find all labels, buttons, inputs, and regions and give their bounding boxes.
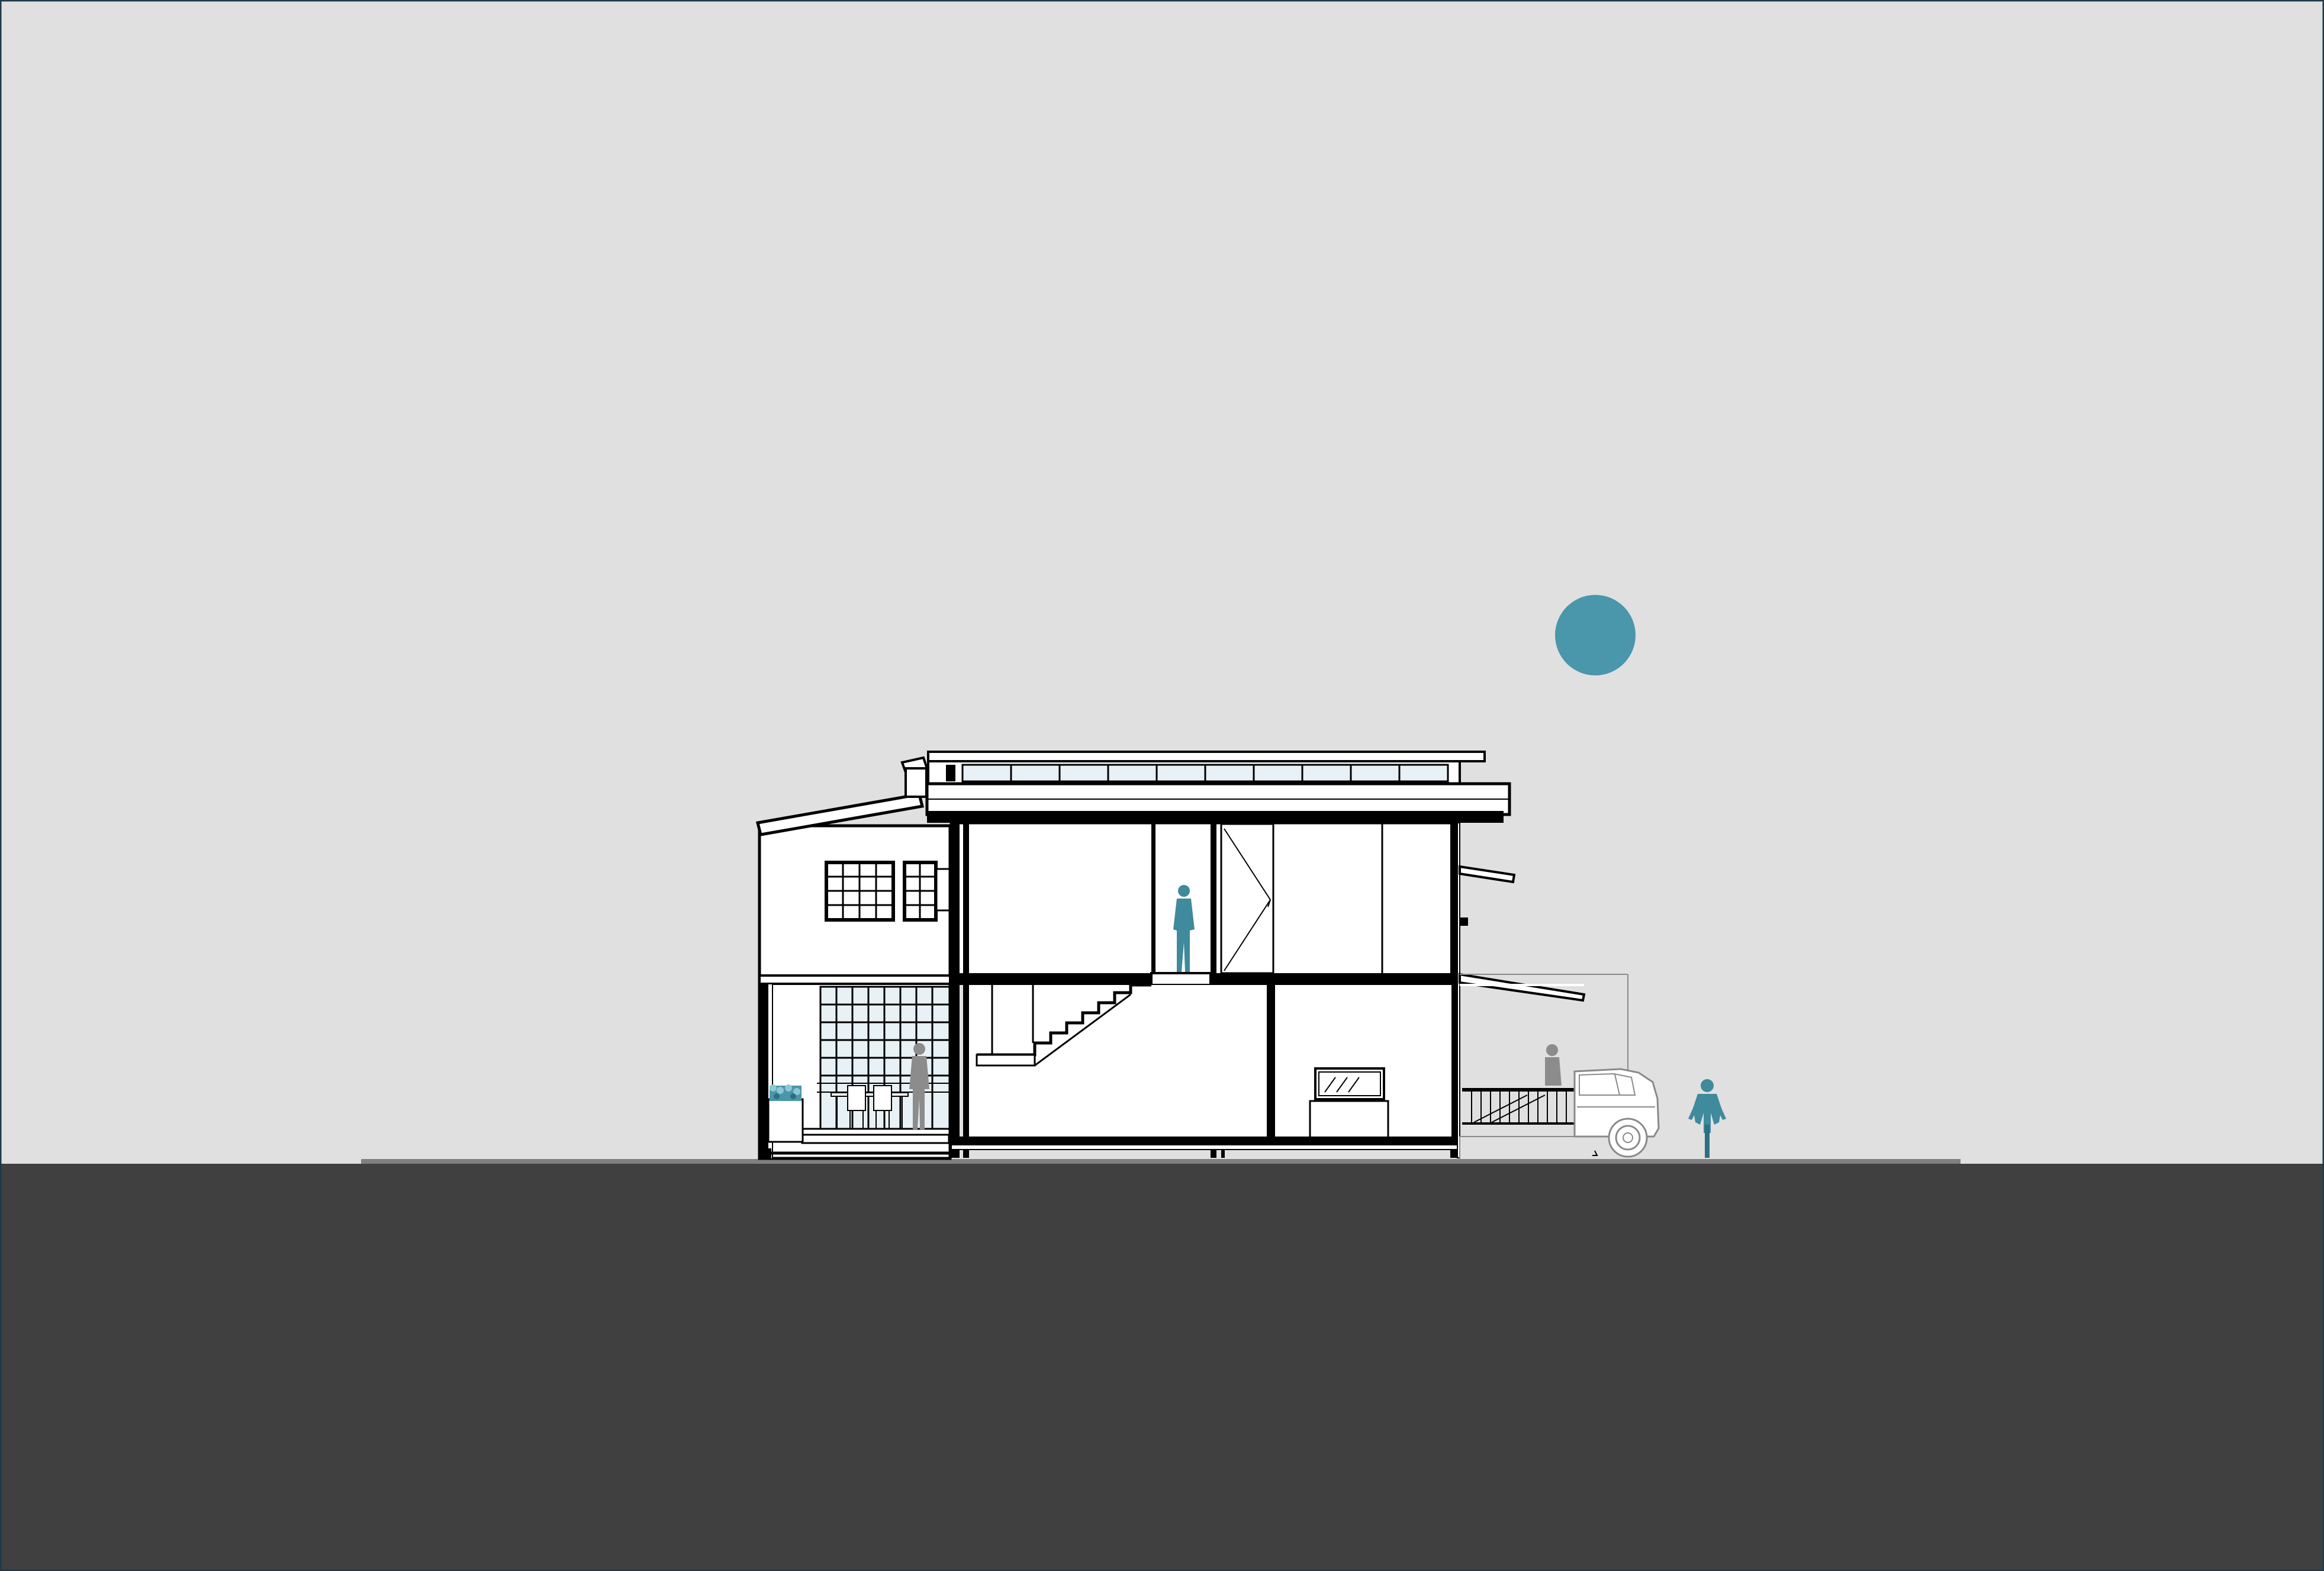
window-grid-right bbox=[903, 861, 951, 922]
left-wing bbox=[755, 756, 952, 1160]
ground-line bbox=[361, 1159, 1961, 1164]
car-icon bbox=[1573, 1068, 1660, 1158]
window-grid-left bbox=[825, 861, 895, 922]
carport bbox=[1459, 973, 1660, 1159]
cyclist-icon bbox=[1688, 1079, 1726, 1158]
table-chairs bbox=[831, 1085, 909, 1129]
sun-icon bbox=[1555, 595, 1636, 675]
person-standing-icon bbox=[909, 1043, 929, 1129]
person-standing-icon bbox=[1545, 1044, 1562, 1086]
main-volume bbox=[759, 751, 1516, 1159]
garage-railing bbox=[1462, 1088, 1578, 1125]
building-section bbox=[755, 751, 1660, 1160]
ground bbox=[0, 1164, 2324, 1571]
door bbox=[1220, 823, 1274, 974]
left-wing-roof bbox=[755, 793, 925, 836]
clerestory-windows bbox=[946, 764, 1449, 783]
staircase bbox=[976, 983, 1151, 1067]
tv-icon bbox=[1309, 1067, 1389, 1144]
plant-icon bbox=[767, 1084, 804, 1143]
person-standing-icon bbox=[1173, 885, 1195, 972]
